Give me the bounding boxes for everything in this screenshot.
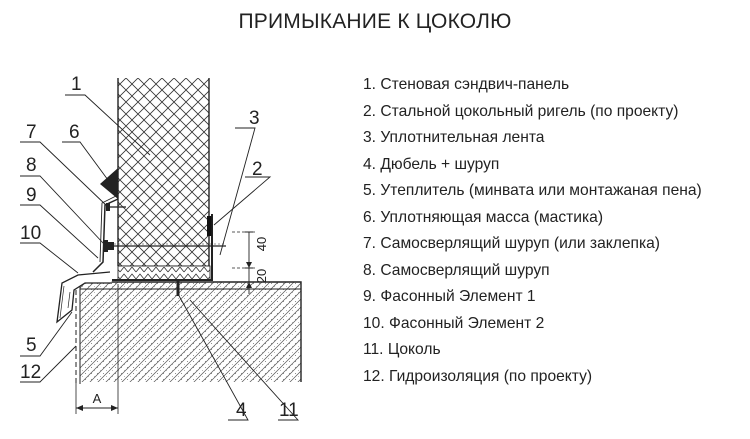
diagram-title: ПРИМЫКАНИЕ К ЦОКОЛЮ xyxy=(238,10,512,33)
sealing-tape xyxy=(207,216,212,236)
callout-2: 2 xyxy=(252,159,263,180)
callout-6: 6 xyxy=(69,122,80,143)
legend-item: 4. Дюбель + шуруп xyxy=(363,155,500,173)
callout-5: 5 xyxy=(26,335,37,356)
flashing-element-1 xyxy=(92,195,119,273)
legend-item: 6. Уплотняющая масса (мастика) xyxy=(363,208,604,226)
plinth xyxy=(80,281,302,382)
callout-7: 7 xyxy=(26,122,37,143)
callout-3: 3 xyxy=(249,108,260,129)
callout-1: 1 xyxy=(71,74,82,95)
panel-screw xyxy=(103,240,226,252)
legend-item: 2. Стальной цокольный ригель (по проекту… xyxy=(363,102,679,120)
legend-item: 8. Самосверлящий шуруп xyxy=(363,261,550,279)
callout-10: 10 xyxy=(20,223,41,244)
callout-4: 4 xyxy=(236,400,247,421)
insulation xyxy=(117,265,211,281)
legend-list: 1. Стеновая сэндвич-панель 2. Стальной ц… xyxy=(363,72,702,390)
sandwich-panel xyxy=(117,78,210,267)
waterproofing xyxy=(75,282,81,384)
callouts: 1 2 3 4 5 6 7 8 9 10 11 12 xyxy=(20,74,299,421)
height-dimension: 40 20 xyxy=(232,231,269,294)
offset-dimension: A xyxy=(75,284,119,414)
sealant xyxy=(100,168,118,199)
callout-11: 11 xyxy=(279,400,299,421)
legend-item: 9. Фасонный Элемент 1 xyxy=(363,288,536,305)
dimension-40: 40 xyxy=(254,237,269,251)
legend-item: 11. Цоколь xyxy=(363,341,441,358)
legend-item: 1. Стеновая сэндвич-панель xyxy=(363,76,570,93)
callout-8: 8 xyxy=(26,155,37,176)
callout-9: 9 xyxy=(26,185,37,206)
legend-item: 7. Самосверлящий шуруп (или заклепка) xyxy=(363,235,660,252)
anchor-screw xyxy=(172,279,184,296)
dimension-20: 20 xyxy=(254,269,269,283)
leader-lines xyxy=(20,94,300,421)
callout-12: 12 xyxy=(20,362,41,383)
legend-item: 10. Фасонный Элемент 2 xyxy=(363,314,545,332)
legend-item: 12. Гидроизоляция (по проекту) xyxy=(363,367,593,385)
steel-base-rail xyxy=(112,214,214,283)
legend-item: 3. Уплотнительная лента xyxy=(363,129,545,146)
flashing-element-2 xyxy=(56,271,112,324)
legend-item: 5. Утеплитель (минвата или монтажаная пе… xyxy=(363,182,702,199)
dimension-a: A xyxy=(93,391,102,406)
